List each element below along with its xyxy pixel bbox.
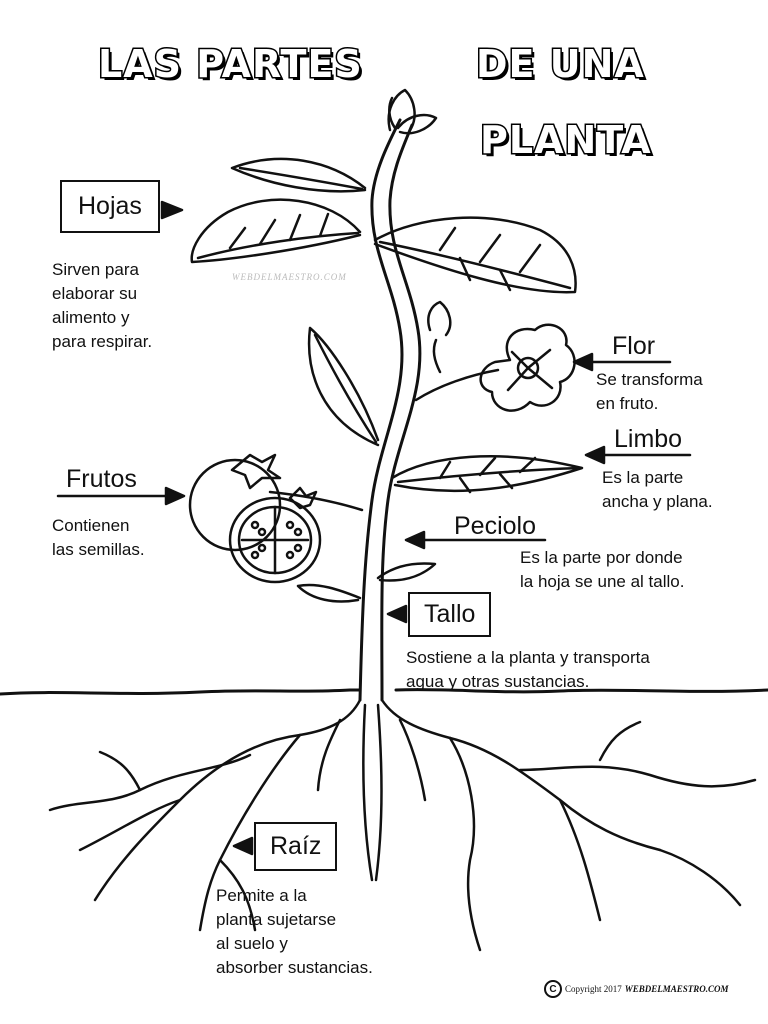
desc-tallo: Sostiene a la planta y transporta agua y…	[406, 646, 650, 694]
leaf-small-right	[376, 562, 437, 582]
desc-line: la hoja se une al tallo.	[520, 572, 685, 591]
desc-raiz: Permite a la planta sujetarse al suelo y…	[216, 884, 373, 980]
title-line1-b: DE UNA	[475, 41, 646, 88]
roots	[48, 698, 757, 952]
desc-line: para respirar.	[52, 332, 153, 351]
desc-line: al suelo y	[216, 934, 288, 953]
desc-line: Se transforma	[596, 370, 703, 389]
title-line1-a: LAS PARTES	[97, 41, 364, 88]
leaf-middle-left	[307, 326, 380, 447]
top-bud	[387, 88, 438, 135]
desc-line: en fruto.	[596, 394, 659, 413]
desc-limbo: Es la parte ancha y plana.	[602, 466, 713, 514]
desc-line: Es la parte por donde	[520, 548, 683, 567]
leaf-right	[373, 216, 577, 294]
desc-peciolo: Es la parte por donde la hoja se une al …	[520, 546, 684, 594]
whole-fruit	[188, 453, 282, 552]
desc-line: elaborar su	[52, 284, 138, 303]
flower-bud	[427, 300, 452, 374]
desc-line: alimento y	[52, 308, 130, 327]
copyright: C Copyright 2017 WEBDELMAESTRO.COM	[544, 980, 729, 998]
arrow-tallo	[386, 604, 408, 624]
desc-line: planta sujetarse	[216, 910, 337, 929]
arrow-limbo	[584, 445, 692, 465]
desc-line: Contienen	[52, 516, 130, 535]
copyright-icon: C	[544, 980, 562, 998]
copyright-text: Copyright 2017	[565, 984, 622, 994]
desc-line: ancha y plana.	[602, 492, 713, 511]
leaf-left	[190, 198, 362, 264]
desc-flor: Se transforma en fruto.	[596, 368, 703, 416]
ground-line	[0, 688, 768, 696]
copyright-site: WEBDELMAESTRO.COM	[624, 984, 729, 994]
watermark: WEBDELMAESTRO.COM	[232, 272, 347, 282]
arrow-peciolo	[404, 530, 547, 550]
arrow-raiz	[232, 836, 254, 856]
arrow-frutos	[56, 486, 186, 506]
desc-line: agua y otras sustancias.	[406, 672, 590, 691]
desc-line: Es la parte	[602, 468, 684, 487]
desc-frutos: Contienen las semillas.	[52, 514, 145, 562]
label-limbo: Limbo	[614, 425, 683, 453]
label-tallo: Tallo	[408, 592, 492, 637]
desc-line: Sostiene a la planta y transporta	[406, 648, 650, 667]
desc-line: Permite a la	[216, 886, 307, 905]
desc-line: Sirven para	[52, 260, 139, 279]
leaf-small-left	[296, 583, 362, 603]
stem	[358, 118, 422, 702]
leaf-upper-left	[230, 157, 367, 193]
arrow-hojas	[160, 200, 184, 220]
flower-stalk	[414, 368, 500, 402]
label-frutos: Frutos	[66, 465, 137, 493]
desc-hojas: Sirven para elaborar su alimento y para …	[52, 258, 152, 354]
title-line2: PLANTA	[479, 117, 653, 164]
desc-line: absorber sustancias.	[216, 958, 373, 977]
leaf-limbo	[390, 455, 584, 494]
desc-line: las semillas.	[52, 540, 145, 559]
label-hojas: Hojas	[60, 180, 160, 233]
arrow-flor	[572, 352, 672, 372]
label-raiz: Raíz	[254, 822, 338, 871]
flower	[479, 323, 576, 412]
cut-fruit	[228, 486, 322, 584]
label-flor: Flor	[612, 332, 656, 360]
label-peciolo: Peciolo	[454, 512, 536, 540]
